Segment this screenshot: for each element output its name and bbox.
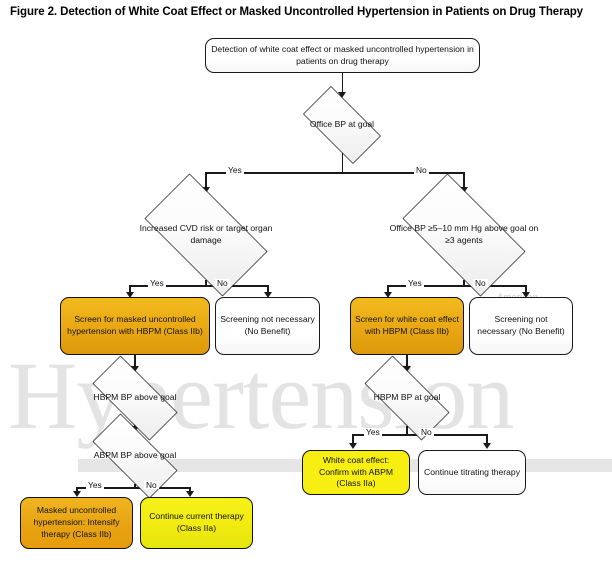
edge-whitecoat-to-hbpm xyxy=(406,355,408,369)
node-label: Increased CVD risk or target organ damag… xyxy=(139,223,273,245)
arrowhead-hbpm-atgoal-yes xyxy=(348,443,357,449)
edge-office-stem xyxy=(341,153,344,173)
node-masked-uncontrolled-hypertension: Masked uncontrolled hypertension: Intens… xyxy=(20,497,133,549)
edge-hbpm-atgoal-yes-drop xyxy=(352,434,354,446)
edge-cvd-split xyxy=(129,285,269,287)
edge-abpm-split xyxy=(76,487,191,489)
node-white-coat-effect: White coat effect: Confirm with ABPM (Cl… xyxy=(302,450,410,495)
node-office-bp-at-goal: Office BP at goal xyxy=(292,86,392,164)
edge-label-officebp-no: No xyxy=(473,278,488,288)
node-hbpm-bp-above-goal: HBPM BP above goal xyxy=(78,355,192,441)
node-screen-masked-hypertension: Screen for masked uncontrolled hypertens… xyxy=(60,297,210,355)
edge-cvd-no-drop xyxy=(267,285,269,295)
edge-hbpm-atgoal-stem xyxy=(406,426,408,435)
edge-officebp-stem xyxy=(463,280,465,286)
edge-label-cvd-no: No xyxy=(215,278,230,288)
node-continue-titrating-therapy: Continue titrating therapy xyxy=(418,450,526,495)
edge-label-cvd-yes: Yes xyxy=(148,278,166,288)
edge-hbpm-atgoal-no-drop xyxy=(486,434,488,446)
node-continue-current-therapy: Continue current therapy (Class IIa) xyxy=(140,497,253,549)
edge-start-to-office xyxy=(341,73,344,95)
edge-officebp-no-drop xyxy=(525,285,527,295)
edge-abpm-stem xyxy=(134,484,136,488)
edge-label-hbpm-atgoal-no: No xyxy=(419,427,434,437)
edge-officebp-yes-drop xyxy=(387,285,389,295)
node-label: ABPM BP above goal xyxy=(93,450,177,461)
node-increased-cvd-risk: Increased CVD risk or target organ damag… xyxy=(128,173,284,297)
node-start: Detection of white coat effect or masked… xyxy=(205,38,480,73)
node-abpm-bp-above-goal: ABPM BP above goal xyxy=(78,413,192,499)
arrowhead-abpm-yes xyxy=(72,491,81,497)
arrowhead-officebp-yes xyxy=(383,292,392,298)
edge-label-abpm-no: No xyxy=(144,480,159,490)
edge-masked-to-hbpm xyxy=(134,355,136,369)
node-label: HBPM BP above goal xyxy=(93,392,177,403)
arrowhead-hbpm-atgoal-no xyxy=(483,443,491,449)
edge-label-abpm-yes: Yes xyxy=(86,480,104,490)
arrowhead-start-to-office xyxy=(338,92,347,98)
edge-label-hbpm-atgoal-yes: Yes xyxy=(364,427,382,437)
node-hbpm-bp-at-goal: HBPM BP at goal xyxy=(350,355,464,441)
edge-cvd-stem xyxy=(205,280,207,286)
arrowhead-cvd-yes xyxy=(125,292,134,298)
arrowhead-officebp-no xyxy=(522,292,530,298)
node-screen-white-coat-effect: Screen for white coat effect with HBPM (… xyxy=(350,297,464,355)
page-title: Figure 2. Detection of White Coat Effect… xyxy=(10,6,583,18)
edge-office-no-drop xyxy=(463,172,465,190)
edge-cvd-yes-drop xyxy=(129,285,131,295)
node-screening-not-necessary-left: Screening not necessary (No Benefit) xyxy=(215,297,320,355)
edge-officebp-split xyxy=(387,285,527,287)
edge-office-yes-drop xyxy=(205,172,207,190)
arrowhead-abpm-no xyxy=(186,491,194,497)
node-label: Office BP ≥5–10 mm Hg above goal on ≥3 a… xyxy=(389,223,539,245)
node-label: Office BP at goal xyxy=(309,119,375,130)
node-office-bp-above-goal: Office BP ≥5–10 mm Hg above goal on ≥3 a… xyxy=(386,173,542,297)
edge-label-office-no: No xyxy=(414,165,429,175)
arrowhead-cvd-no xyxy=(264,292,272,298)
edge-label-officebp-yes: Yes xyxy=(406,278,424,288)
edge-label-office-yes: Yes xyxy=(226,165,244,175)
node-label: HBPM BP at goal xyxy=(373,392,441,403)
node-screening-not-necessary-right: Screening not necessary (No Benefit) xyxy=(469,297,573,355)
edge-office-split xyxy=(205,172,465,174)
